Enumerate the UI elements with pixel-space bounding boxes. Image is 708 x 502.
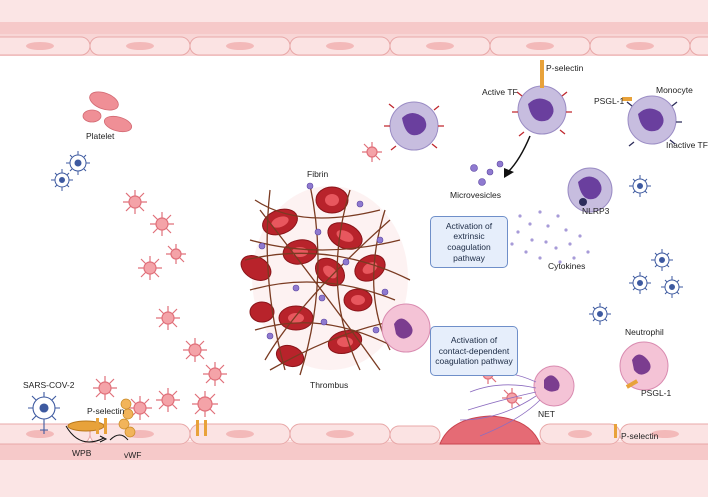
thrombus	[240, 182, 411, 376]
label-microvesicles: Microvesicles	[450, 190, 502, 200]
label-nlrp3: NLRP3	[582, 206, 610, 216]
label-fibrin: Fibrin	[307, 169, 329, 179]
microvesicles	[470, 160, 504, 186]
wpb-vwf	[65, 398, 617, 443]
label-p-selectin-top: P-selectin	[546, 63, 584, 73]
label-monocyte: Monocyte	[656, 85, 693, 95]
label-p-selectin-bottom: P-selectin	[621, 431, 659, 441]
label-sars-cov-2: SARS-COV-2	[23, 380, 75, 390]
label-psgl1-bottom: PSGL-1	[641, 388, 672, 398]
label-thrombus: Thrombus	[310, 380, 349, 390]
label-wpb: WPB	[72, 448, 92, 458]
label-active-tf: Active TF	[482, 87, 518, 97]
monocyte-nlrp3	[567, 167, 613, 213]
neutrophil-right	[619, 341, 669, 391]
label-p-selectin-left: P-selectin	[87, 406, 125, 416]
activation-arrow-head	[504, 168, 514, 178]
monocyte-top-center	[384, 101, 444, 151]
label-vwf: vWF	[124, 450, 142, 460]
label-net: NET	[538, 409, 555, 419]
extrinsic-pathway-box: Activation of extrinsic coagulation path…	[430, 216, 508, 268]
cytokines	[510, 210, 590, 264]
label-psgl1-top: PSGL-1	[594, 96, 625, 106]
platelet-discs	[82, 91, 133, 133]
net-neutrophil	[459, 365, 575, 437]
monocyte-active-tf	[512, 60, 572, 137]
label-inactive-tf: Inactive TF	[666, 140, 708, 150]
label-cytokines: Cytokines	[548, 261, 586, 271]
sars-cov-2-virus	[28, 392, 60, 434]
virus-particles	[51, 151, 683, 325]
label-neutrophil: Neutrophil	[625, 327, 664, 337]
contact-pathway-box: Activation of contact-dependent coagulat…	[430, 326, 518, 376]
activation-arrow	[507, 135, 531, 173]
top-vessel-wall	[0, 0, 708, 56]
label-platelet: Platelet	[86, 131, 115, 141]
bottom-vessel-wall	[0, 415, 708, 497]
monocyte-inactive-tf	[622, 95, 682, 147]
neutrophil-thrombus	[381, 303, 431, 353]
activated-platelets	[93, 142, 522, 420]
